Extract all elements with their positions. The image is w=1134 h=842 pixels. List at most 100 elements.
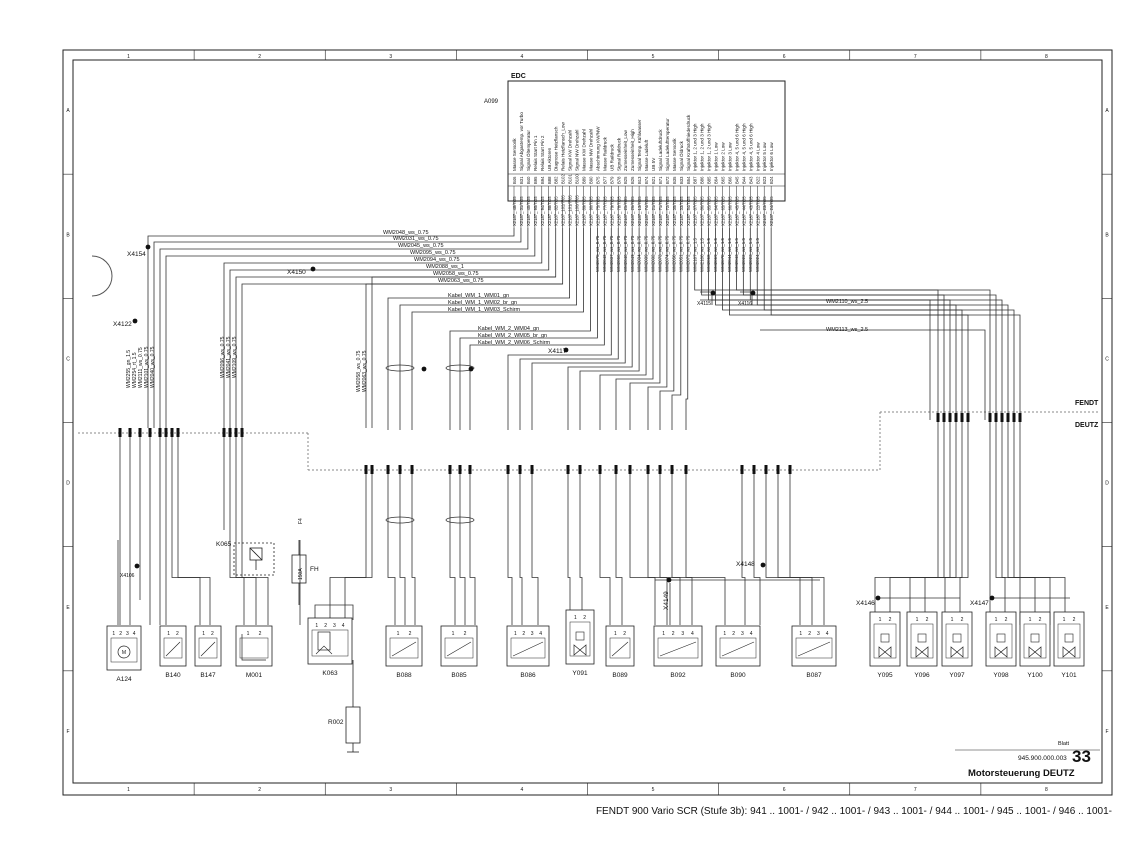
ecu-pin-connector: X2187_ 74/7/05 <box>644 196 649 226</box>
component-pin-number: 1 <box>315 623 318 629</box>
ecu-pin-function: Relais Heizflansch_Low <box>561 122 566 171</box>
ecu-pin-number: B72 <box>665 176 670 184</box>
connector-pin <box>448 465 452 474</box>
ecu-pin-function: Injektor 1, 2 und 3 High <box>700 123 705 171</box>
component-body <box>715 625 761 667</box>
ecu-pin-function: UB Aktoren <box>547 147 552 171</box>
ecu-pin-connector: X2187_ 23/7/05 <box>762 196 767 226</box>
ecu-box <box>507 80 786 202</box>
ecu-pin-function: Relais Start Pin 1 <box>533 135 538 171</box>
component-pin-number: 1 <box>995 617 998 623</box>
ecu-pin-connector: X2187_ 13/7/05 <box>637 196 642 226</box>
junction-label: X4122 <box>113 321 132 328</box>
ecu-pin-function: Signal Kraftstoffniederdruck <box>686 114 691 171</box>
component-pin-number: 1 <box>1063 617 1066 623</box>
component-pin-number: 2 <box>324 623 327 629</box>
ecu-pin-number: B31 <box>519 176 524 184</box>
connector-pin <box>1006 413 1010 422</box>
ecu-pin-number: B86 <box>700 176 705 184</box>
ecu-pin-connector: X2187_ 95/7/05 <box>533 196 538 226</box>
ecu-pin-function: Signal KW Drehzahl <box>568 130 573 171</box>
ecu-pin-connector: X2187_101/7/05 <box>568 195 573 226</box>
grid-row-label: D <box>1105 481 1109 487</box>
ecu-pin-function: Injektor 4 Low <box>755 142 760 171</box>
left-wire-id: WM2109_ws_0.75 <box>232 336 238 378</box>
junction-dot <box>666 577 672 583</box>
connector-pin <box>518 465 522 474</box>
sensor-icon <box>200 641 216 657</box>
connector-pin <box>646 465 650 474</box>
ecu-pin-number: B85 <box>707 176 712 184</box>
valve-icon <box>994 646 1008 658</box>
component-label: Y097 <box>949 672 965 679</box>
fuse-id: F4 <box>298 518 304 524</box>
component-pin-number: 1 <box>202 631 205 637</box>
grid-row-label: E <box>66 605 70 611</box>
ecu-pin-function: Signal Temp. Kühlwasser <box>637 119 642 171</box>
fuse-fh <box>291 540 307 605</box>
ecu-pin-number: B75 <box>595 176 600 184</box>
component-pin-number: 1 <box>167 631 170 637</box>
component-pin-number: 1 <box>112 631 115 637</box>
left-wire-id: WM2040_ws_0.75 <box>150 346 156 388</box>
ecu-pin-number: B102 <box>561 174 566 184</box>
connector-pin <box>988 413 992 422</box>
ecu-pin-connector: X2187_ 25/7/05 <box>623 196 628 226</box>
ecu-pin-connector: X2187_ 22/7/05 <box>755 196 760 226</box>
component-pin-number: 1 <box>879 617 882 623</box>
connector-pin <box>228 428 232 437</box>
connector-pin <box>458 465 462 474</box>
component-pin-number: 1 <box>452 631 455 637</box>
grid-row-label: A <box>66 108 70 114</box>
component-label: Y100 <box>1027 672 1043 679</box>
relay-coil-icon <box>317 631 331 651</box>
component-pin-number: 4 <box>539 631 542 637</box>
ecu-pin-connector: X2187_ 31/7/05 <box>519 196 524 226</box>
sensor-icon <box>512 641 544 657</box>
wire-labels: WM2048_ws_0.75 WM2031_ws_0.75 WM2045_ws_… <box>383 230 868 346</box>
ecu-pin-function: Injektor 6 Low <box>769 142 774 171</box>
ecu-pin-number: B90 <box>588 176 593 184</box>
component-pin-number: 1 <box>574 615 577 621</box>
component-label: B092 <box>670 672 686 679</box>
grid-col-label: 5 <box>652 54 655 60</box>
junction-label: X4149 <box>663 591 670 610</box>
wire-label: WM2094_ws_0.75 <box>414 257 460 263</box>
motor-icon <box>117 645 131 659</box>
connector-pin <box>138 428 142 437</box>
connector-pin <box>364 465 368 474</box>
junction-dot <box>875 595 881 601</box>
connector-pin <box>936 413 940 422</box>
wire-label: WM2110_ws_2.5 <box>826 299 868 305</box>
ecu-pin-function: Masse Sensorik <box>512 138 517 171</box>
component-pin-number: 4 <box>750 631 753 637</box>
fuse-label: FH <box>310 566 319 573</box>
component-label: Y095 <box>877 672 893 679</box>
left-wire-id: WM2041_ws_0.75 <box>226 336 232 378</box>
ecu-pin-function: Abschirmung KW/NW <box>595 126 600 171</box>
ecu-pin-function: Zumesseinheit_Low <box>623 129 628 171</box>
component-pin-number: 2 <box>522 631 525 637</box>
component-body <box>653 625 703 667</box>
ecu-pin-connector: X2187_ 90/7/05 <box>588 196 593 226</box>
component-label: B147 <box>200 672 216 679</box>
component-body <box>1053 611 1085 667</box>
junction-dot <box>760 562 766 568</box>
component-body <box>791 625 837 667</box>
connector-pin <box>506 465 510 474</box>
junction-dot <box>132 318 138 324</box>
grid-col-label: 7 <box>914 787 917 793</box>
grid-row-label: E <box>1105 605 1109 611</box>
component-label: Y098 <box>993 672 1009 679</box>
ecu-pin-number: B71 <box>658 176 663 184</box>
ecu-pin-number: B95 <box>533 176 538 184</box>
component-pin-number: 1 <box>397 631 400 637</box>
ecu-pin-function: Relais Start Pin 2 <box>540 135 545 171</box>
connector-pin <box>530 465 534 474</box>
